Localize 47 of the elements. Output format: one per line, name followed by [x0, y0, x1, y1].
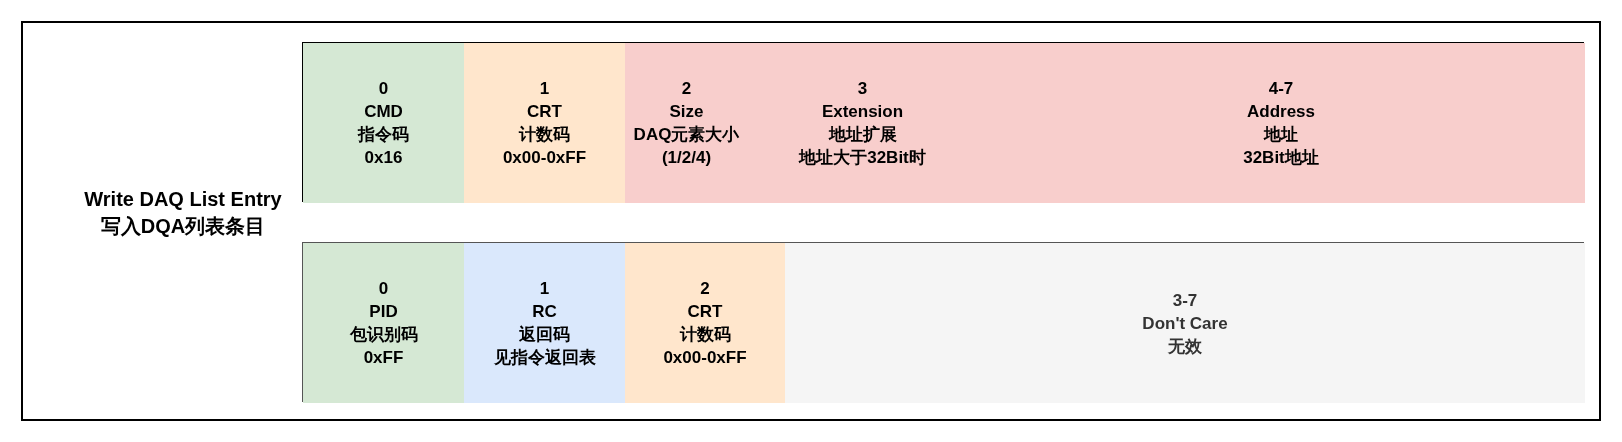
field-label: 计数码 — [519, 124, 570, 146]
field-label: 指令码 — [358, 124, 409, 146]
byte-field — [303, 43, 464, 203]
byte-field — [303, 243, 464, 403]
frame-box — [21, 21, 1601, 421]
field-label: 0x16 — [364, 147, 403, 169]
byte-field — [977, 43, 1585, 203]
byte-field — [464, 43, 625, 203]
field-label: 4-7 — [1268, 78, 1294, 100]
field-label: 包识别码 — [349, 324, 418, 346]
field-label: 见指令返回表 — [493, 347, 596, 369]
field-label: 2 — [700, 278, 710, 300]
field-label: Extension — [821, 101, 904, 123]
field-label: 2 — [681, 78, 692, 100]
field-label: 0x00-0xFF — [663, 347, 747, 369]
field-label: CMD — [364, 101, 403, 123]
field-label: DAQ元素大小 — [633, 124, 740, 146]
byte-field — [625, 43, 748, 203]
field-label: 32Bit地址 — [1243, 147, 1319, 169]
field-label: (1/2/4) — [661, 147, 712, 169]
field-label: PID — [369, 301, 398, 323]
field-label: 无效 — [1168, 335, 1202, 358]
packet-row — [302, 242, 1584, 402]
field-label: RC — [532, 301, 557, 323]
field-label: 地址 — [1264, 124, 1298, 146]
field-label: 0xFF — [363, 347, 404, 369]
field-label: 0 — [378, 278, 389, 300]
field-label: 0 — [378, 78, 389, 100]
field-label: CRT — [687, 301, 723, 323]
field-label: Size — [669, 101, 704, 123]
field-label: 1 — [539, 278, 550, 300]
field-label: Address — [1247, 101, 1315, 123]
byte-field — [464, 243, 625, 403]
field-label: 地址大于32Bit时 — [799, 147, 926, 169]
field-label: Don't Care — [1142, 312, 1228, 335]
byte-field — [625, 243, 785, 403]
field-label: 0x00-0xFF — [502, 147, 587, 169]
field-label: 3 — [857, 78, 868, 100]
field-label: 3-7 — [1172, 289, 1198, 312]
field-label: 地址扩展 — [828, 124, 897, 146]
title-text: Write DAQ List Entry 写入DQA列表条目 — [83, 187, 283, 239]
byte-field — [785, 243, 1585, 403]
packet-row — [302, 42, 1584, 202]
field-label: 1 — [539, 78, 550, 100]
field-label: CRT — [527, 101, 562, 123]
field-label: 返回码 — [519, 324, 570, 346]
field-label: 计数码 — [679, 324, 731, 346]
